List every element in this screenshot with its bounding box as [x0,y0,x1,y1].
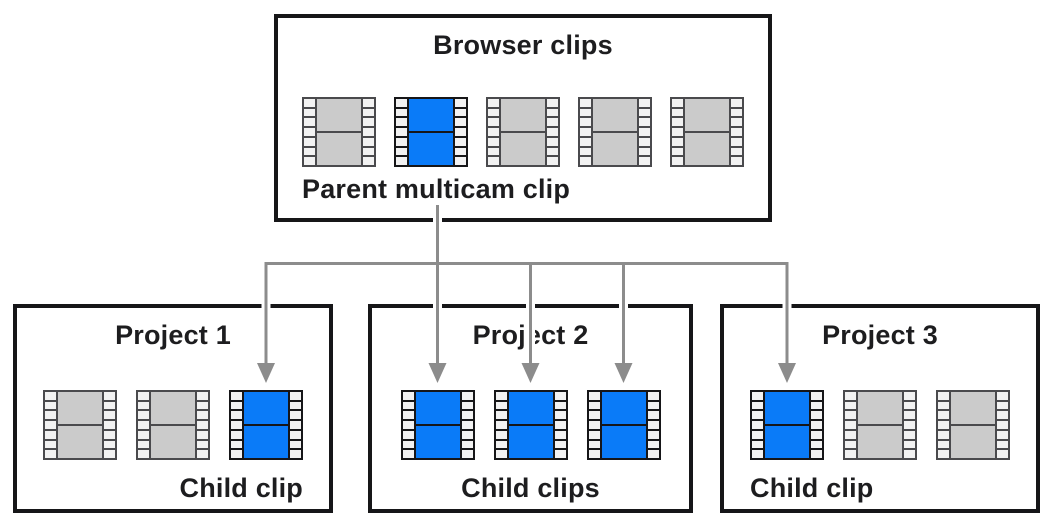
project-3-box: Project 3 Child clip [720,304,1040,513]
parent-multicam-clip-label: Parent multicam clip [302,174,571,204]
clip-icon [843,390,917,460]
multicam-clip-icon [400,390,475,460]
project-1-clips-row [43,390,303,460]
project-3-clips-row [750,390,1010,460]
browser-clips-box: Browser clips Parent multicam clip [274,14,772,222]
multicam-clip-icon [586,390,661,460]
multicam-clip-icon [493,390,568,460]
multicam-clip-icon [750,390,824,460]
clip-icon [578,97,652,167]
browser-clips-row [302,97,744,167]
project-3-title: Project 3 [822,320,938,350]
project-2-child-clips-label: Child clips [461,473,600,503]
clip-icon [43,390,117,460]
project-1-title: Project 1 [115,320,231,350]
project-1-box: Project 1 Child clip [13,304,333,513]
clip-icon [936,390,1010,460]
project-1-child-clip-label: Child clip [179,473,303,503]
project-2-box: Project 2 Child clips [368,304,693,513]
multicam-clip-icon [229,390,303,460]
clip-icon [302,97,376,167]
project-2-title: Project 2 [472,320,589,350]
clip-icon [486,97,560,167]
browser-box-title: Browser clips [433,30,613,60]
project-2-clips-row [400,390,661,460]
multicam-clip-icon [394,97,468,167]
clip-icon [136,390,210,460]
project-3-child-clip-label: Child clip [750,473,874,503]
clip-icon [670,97,744,167]
